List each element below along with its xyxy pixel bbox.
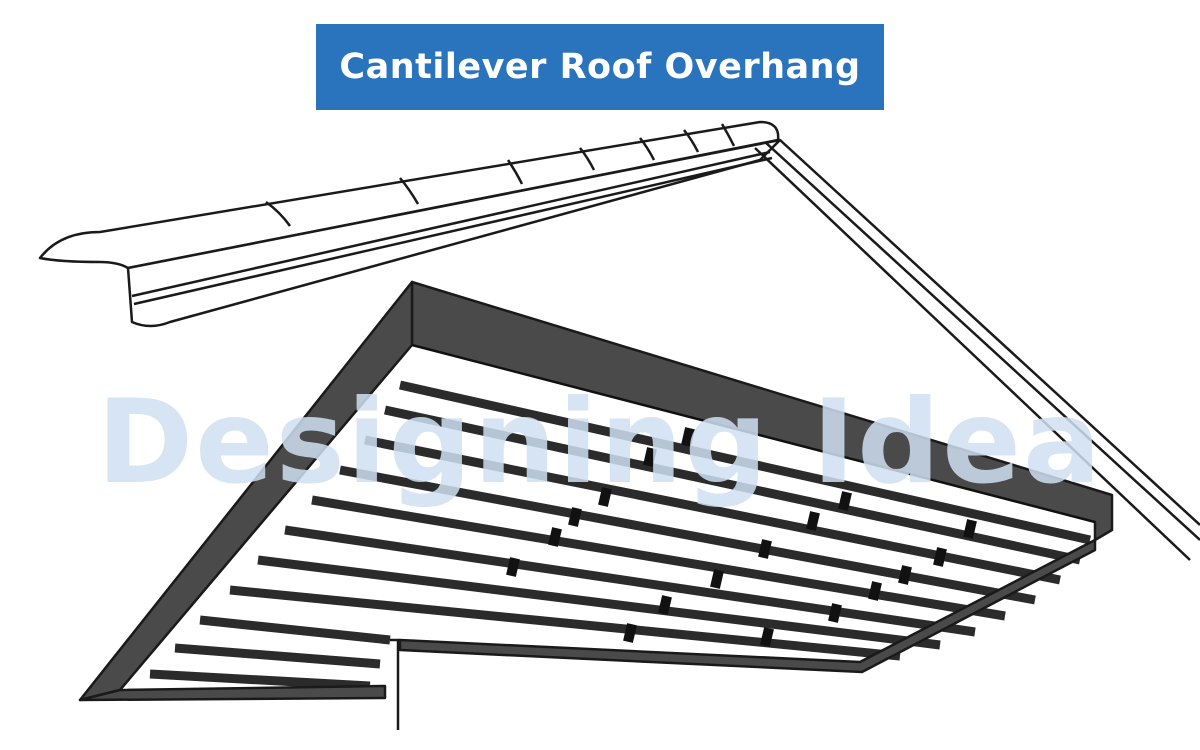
wall-edge [754, 139, 1200, 561]
gutter-segments [265, 123, 736, 227]
page-title: Cantilever Roof Overhang [339, 47, 861, 87]
slat-joints [506, 427, 977, 647]
title-banner: Cantilever Roof Overhang [316, 24, 884, 110]
support-wall [390, 638, 400, 730]
roof-gutter [38, 120, 782, 328]
inner-frame-line [411, 344, 1096, 523]
